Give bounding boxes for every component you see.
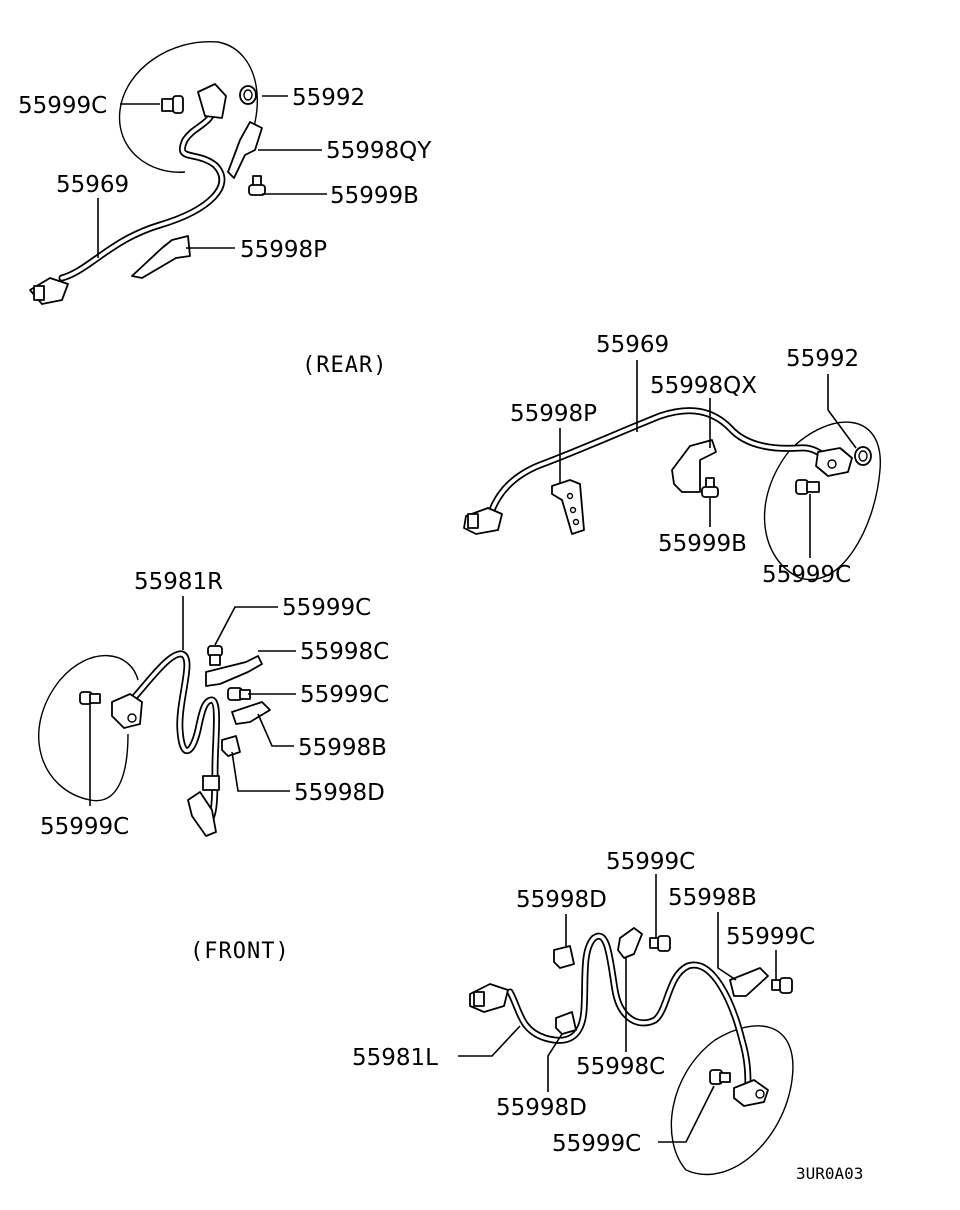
label-front-right-bracket-b: 55998B [298, 735, 387, 761]
label-front-left-harness: 55981L [352, 1045, 438, 1071]
front-left-bracket-b-icon [729, 967, 769, 997]
front-left-clip-d-bottom-icon [555, 1011, 577, 1035]
label-front-left-clip-d-top: 55998D [516, 887, 607, 913]
label-rear-left-bolt-b: 55999B [658, 531, 747, 557]
front-left-sensor-head [733, 1079, 769, 1107]
label-rear-right-bracket-qy: 55998QY [326, 138, 432, 164]
rear-right-bracket-p-icon [131, 235, 191, 279]
label-front-left-bolt-c-right: 55999C [726, 924, 815, 950]
rear-left-bracket-p-icon [551, 479, 585, 535]
front-left-assembly: 55999C 55998D 55998B 55999C 55981L 55998… [352, 849, 815, 1176]
rear-left-connector [463, 507, 503, 535]
rear-left-o-ring-icon [854, 446, 872, 466]
label-front-left-bolt-c-hub: 55999C [552, 1131, 641, 1157]
front-left-bracket-c-icon [617, 927, 643, 959]
rear-left-bolt-b-icon [701, 477, 719, 498]
front-right-bolt-c-mid-icon [227, 687, 251, 701]
rear-right-connector [29, 277, 69, 305]
diagram-code: 3UR0A03 [796, 1164, 863, 1183]
label-rear-left-harness: 55969 [596, 332, 669, 358]
front-left-bolt-c-right-icon [771, 977, 793, 994]
label-front-right-bracket-c: 55998C [300, 639, 389, 665]
label-rear-right-bolt-b: 55999B [330, 183, 419, 209]
front-left-hub-bolt-icon [709, 1069, 731, 1085]
front-right-connector [187, 791, 217, 837]
label-rear-left-bracket-qx: 55998QX [650, 373, 757, 399]
label-front-left-bracket-c: 55998C [576, 1054, 665, 1080]
label-rear-left-o-ring: 55992 [786, 346, 859, 372]
rear-right-bracket-qy-icon [227, 121, 263, 179]
front-right-hub-outline [38, 654, 139, 802]
rear-right-bolt-c-icon [161, 95, 184, 114]
rear-right-sensor-head [197, 83, 227, 119]
label-front-right-bolt-c-top: 55999C [282, 595, 371, 621]
label-rear-right-o-ring: 55992 [292, 85, 365, 111]
front-right-sensor-head [111, 693, 143, 729]
front-left-connector [469, 983, 509, 1013]
front-right-bolt-c-top-icon [207, 645, 223, 666]
front-right-clip-lower [202, 775, 220, 791]
front-left-bolt-c-top-icon [649, 935, 671, 952]
rear-right-bolt-b-icon [248, 175, 266, 196]
rear-left-bolt-c-icon [795, 479, 820, 495]
label-rear-right-harness: 55969 [56, 172, 129, 198]
label-front-left-clip-d-bottom: 55998D [496, 1095, 587, 1121]
rear-right-o-ring-icon [239, 85, 257, 105]
front-right-bracket-b-icon [231, 701, 271, 725]
rear-left-hub-outline [763, 421, 881, 581]
label-front-right-bolt-c-mid: 55999C [300, 682, 389, 708]
label-rear-left-bracket-p: 55998P [510, 401, 597, 427]
front-right-clip-d-icon [221, 735, 241, 757]
label-front-right-bolt-c-hub: 55999C [40, 814, 129, 840]
front-left-hub-outline [670, 1025, 794, 1176]
section-label-rear: (REAR) [302, 353, 387, 378]
front-right-bracket-c-icon [205, 655, 263, 687]
rear-right-assembly: 55999C 55992 55998QY 55969 55999B 55998P [18, 41, 432, 305]
label-front-right-clip-d: 55998D [294, 780, 385, 806]
label-front-left-bolt-c-top: 55999C [606, 849, 695, 875]
label-front-left-bracket-b: 55998B [668, 885, 757, 911]
front-right-hub-bolt-icon [79, 691, 101, 705]
label-front-right-harness: 55981R [134, 569, 223, 595]
front-right-assembly: 55981R 55999C 55998C 55999C 55998B 55998… [38, 569, 389, 840]
rear-left-bracket-qx-icon [671, 439, 717, 493]
label-rear-right-bracket-p: 55998P [240, 237, 327, 263]
label-rear-right-bolt-c: 55999C [18, 93, 107, 119]
front-left-clip-d-top-icon [553, 945, 575, 969]
rear-left-assembly: 55969 55992 55998QX 55998P 55999B 55999C [463, 332, 881, 588]
label-rear-left-bolt-c: 55999C [762, 562, 851, 588]
section-label-front: (FRONT) [190, 939, 290, 964]
